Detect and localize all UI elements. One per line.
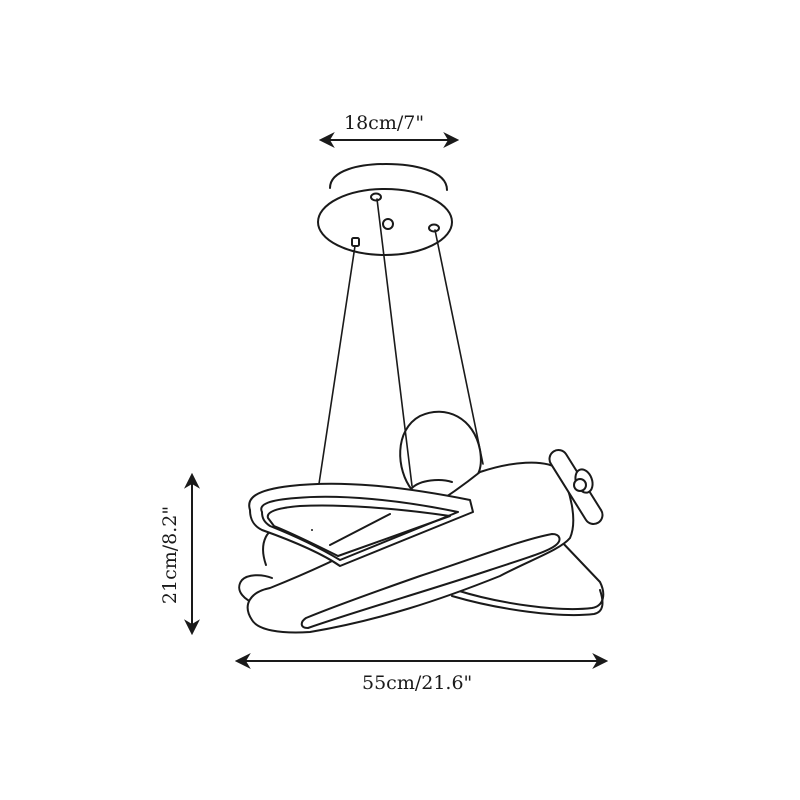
height-label: 21cm/8.2": [159, 505, 181, 605]
pilot-head: [399, 410, 482, 491]
propeller: [548, 449, 604, 525]
airplane-body: [246, 461, 575, 634]
canopy-width-label: 18cm/7": [344, 112, 425, 134]
suspension-wires: [311, 198, 484, 531]
width-label: 55cm/21.6": [362, 672, 473, 694]
ceiling-canopy: [317, 163, 453, 256]
wing-ring: [248, 482, 474, 567]
